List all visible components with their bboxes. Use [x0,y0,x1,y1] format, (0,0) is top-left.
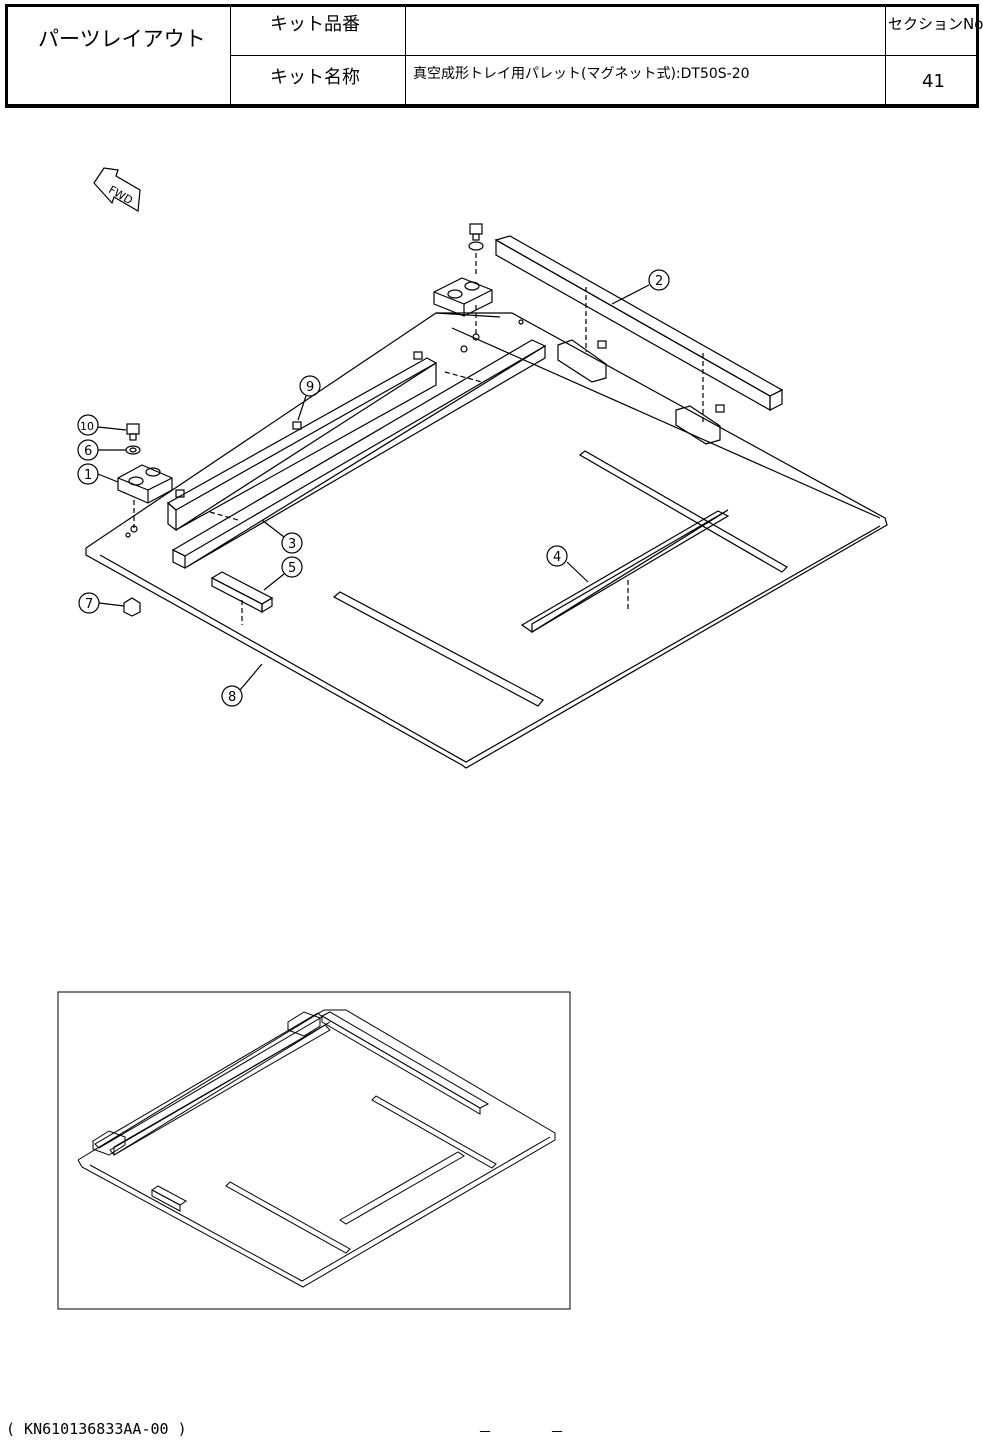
svg-text:10: 10 [80,420,94,433]
magnet-block-part-1 [118,465,172,532]
callout-10: 10 [78,415,126,435]
bolt-upper [470,224,482,240]
callout-7: 7 [79,593,124,613]
document-code: ( KN610136833AA-00 ) [6,1420,187,1438]
bolt-part-10 [127,424,139,440]
callout-8: 8 [222,664,262,706]
washer-part-6 [126,242,483,454]
svg-text:6: 6 [84,444,92,459]
svg-text:1: 1 [84,468,92,483]
callouts: 1 2 3 4 5 6 7 [78,270,669,706]
fwd-arrow-icon: FWD [94,168,140,211]
block-part-5 [212,572,272,625]
callout-4: 4 [547,546,588,582]
nut-part-7 [124,598,140,616]
screw-part-9 [176,341,724,497]
assembled-view [58,992,570,1309]
callout-6: 6 [78,440,126,460]
svg-text:2: 2 [655,274,663,289]
callout-3: 3 [262,520,302,553]
bar-part-4 [522,510,728,632]
svg-text:8: 8 [228,690,236,705]
page-dash-right: － [550,1422,564,1442]
svg-text:9: 9 [306,380,314,395]
callout-1: 1 [78,464,118,484]
svg-text:7: 7 [85,597,93,612]
svg-text:3: 3 [288,537,296,552]
bar-part-2 [496,236,782,444]
plate-slots [334,451,787,706]
callout-5: 5 [264,557,302,590]
magnet-block-upper [434,253,492,352]
page-dash-left: － [478,1422,492,1442]
rail-part-3 [168,340,545,568]
svg-text:4: 4 [553,550,561,565]
svg-text:5: 5 [288,561,296,576]
